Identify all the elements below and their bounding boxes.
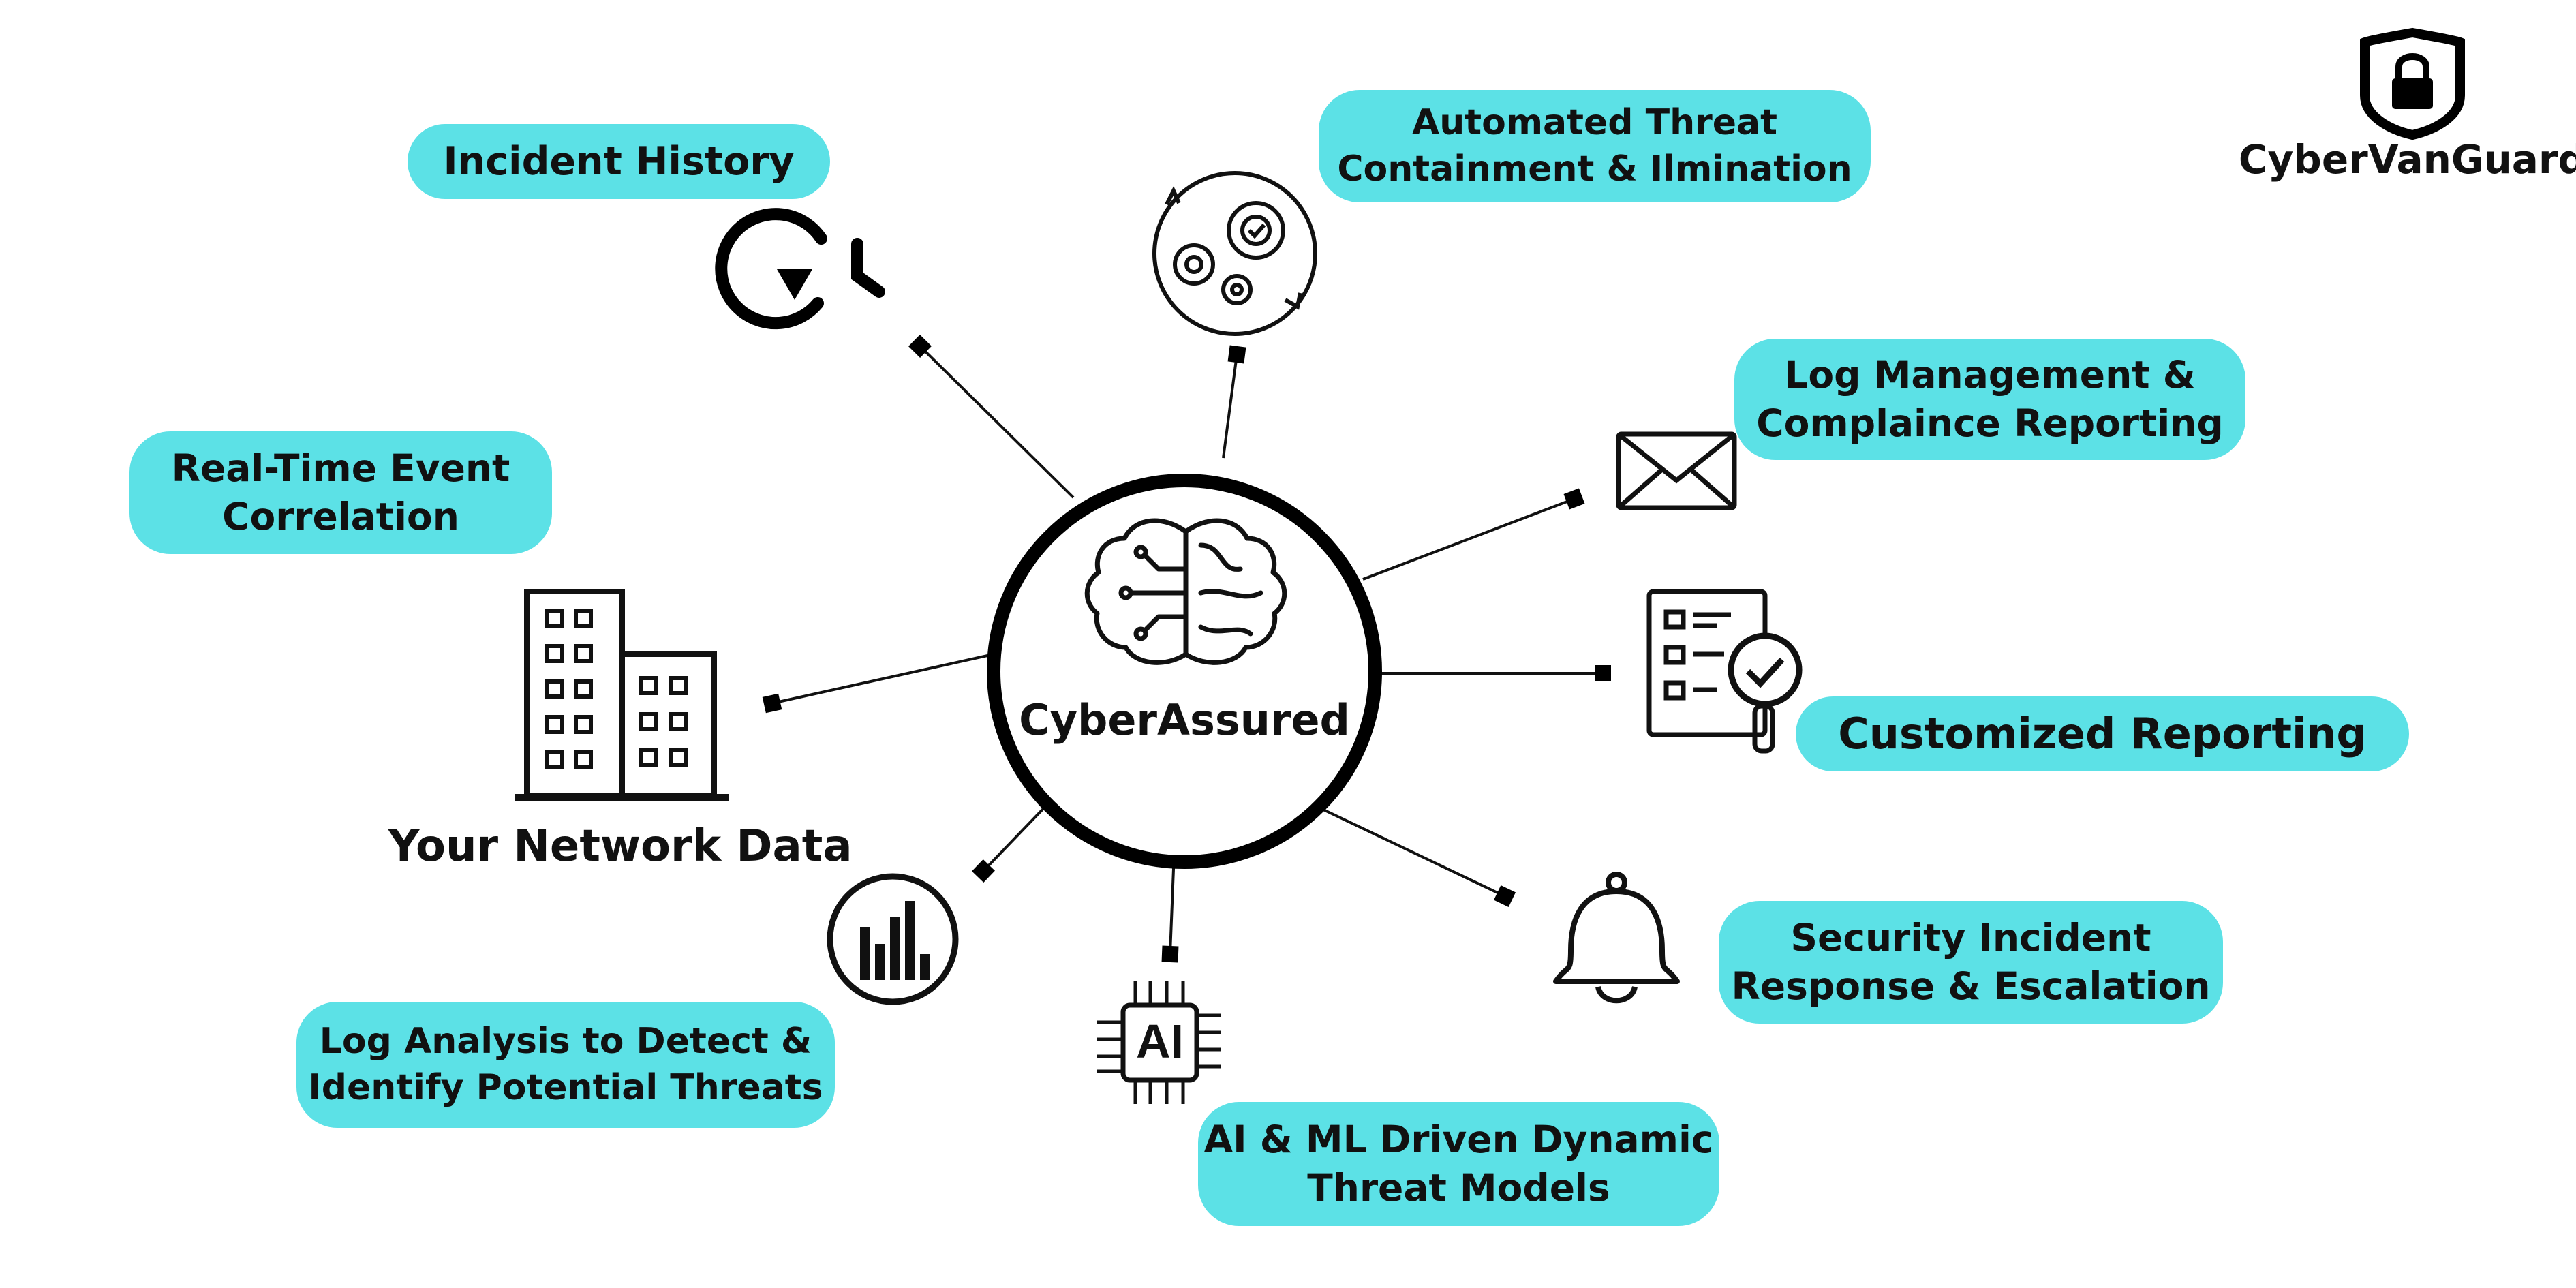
bar-chart-icon: [827, 873, 959, 1005]
pill-line: Containment & Ilmination: [1337, 148, 1852, 189]
pill-line: Security Incident: [1790, 915, 2151, 960]
bell-icon: [1553, 872, 1680, 1004]
brand-name: CyberVanGuard: [2238, 136, 2576, 183]
gears-cycle-icon: [1152, 171, 1317, 336]
connector-line: [1362, 497, 1575, 581]
connector-endpoint: [1227, 345, 1246, 364]
hub-label: CyberAssured: [1019, 695, 1350, 745]
office-buildings-icon: [515, 589, 729, 801]
network-data-label: Your Network Data: [388, 821, 853, 872]
pill-line: Complaince Reporting: [1756, 401, 2224, 445]
connector-endpoint: [1494, 885, 1516, 907]
pill-line: Correlation: [222, 495, 459, 538]
connector-line: [919, 345, 1075, 499]
connector-endpoint: [972, 859, 995, 883]
pill-line: Customized Reporting: [1838, 708, 2367, 758]
pill-line: Log Analysis to Detect &: [319, 1020, 812, 1062]
connector-line: [1169, 851, 1176, 955]
connector-lines: [762, 335, 1611, 963]
pill-line: Automated Threat: [1412, 102, 1777, 143]
pill-line: Threat Models: [1307, 1166, 1610, 1210]
connector-line: [1222, 354, 1238, 459]
pill-line: Incident History: [443, 138, 795, 184]
svg-text:AI: AI: [1136, 1015, 1184, 1068]
connector-line: [982, 797, 1054, 872]
connector-endpoint: [1161, 945, 1179, 963]
connector-endpoint: [1563, 488, 1585, 510]
connector-endpoint: [1595, 665, 1611, 681]
connector-endpoint: [762, 693, 782, 714]
shield-lock-icon: [2360, 27, 2465, 140]
ai-chip-icon: AI: [1097, 981, 1221, 1104]
pill-line: Identify Potential Threats: [308, 1067, 823, 1108]
connector-line: [1311, 803, 1505, 898]
pill-line: Log Management &: [1784, 352, 2196, 397]
pill-line: AI & ML Driven Dynamic: [1203, 1117, 1714, 1161]
pill-line: Response & Escalation: [1731, 964, 2211, 1008]
history-clock-icon: [715, 208, 885, 330]
envelope-icon: [1616, 431, 1737, 510]
feature-pill-incident-history: Incident History: [408, 124, 830, 199]
feature-pill-customized-reporting: Customized Reporting: [1796, 696, 2409, 771]
connector-endpoint: [908, 335, 932, 358]
pill-line: Real-Time Event: [171, 446, 510, 490]
feature-pill-log-analysis: Log Analysis to Detect & Identify Potenti…: [296, 1002, 835, 1128]
connector-line: [771, 653, 994, 705]
report-checklist-icon: [1646, 589, 1803, 754]
feature-pill-log-management: Log Management &Complaince Reporting: [1734, 339, 2245, 460]
brain-circuit-icon: [1084, 518, 1287, 665]
